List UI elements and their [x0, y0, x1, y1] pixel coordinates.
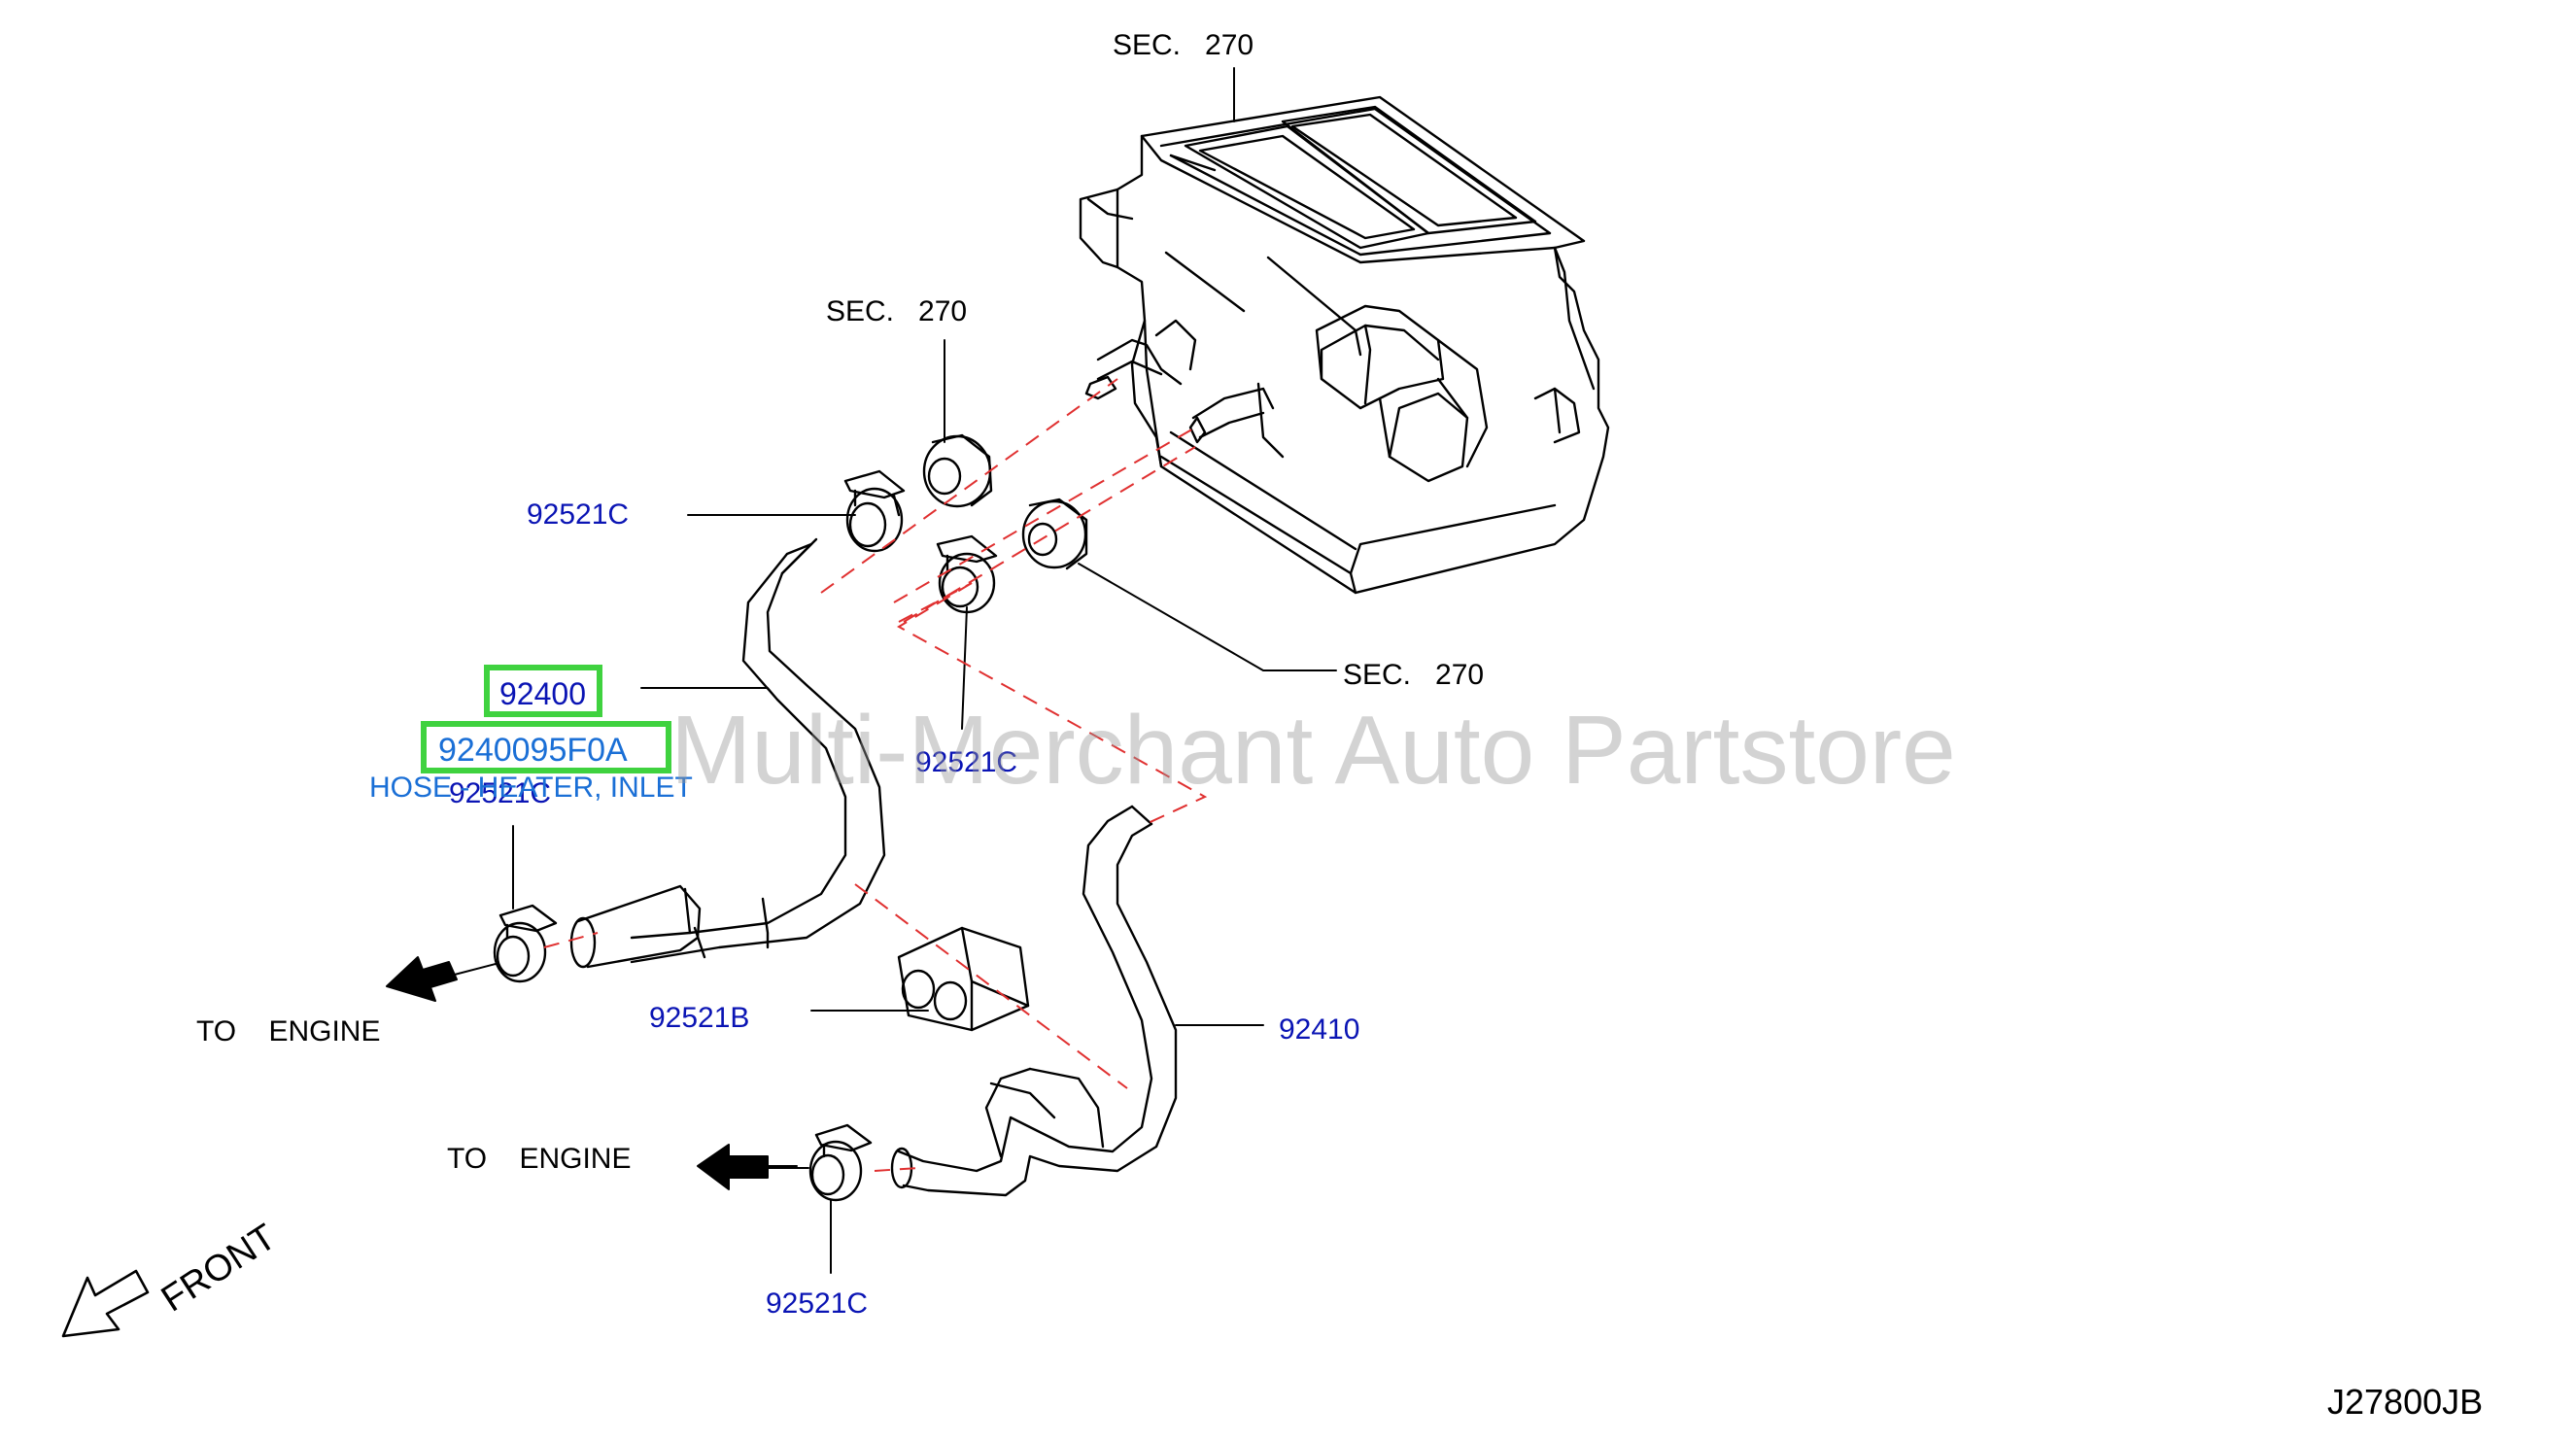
- part-label-92521c-upper[interactable]: 92521C: [527, 498, 630, 531]
- heater-unit: [1079, 95, 1610, 595]
- clamp-bottom: [808, 1123, 873, 1202]
- part-description-link[interactable]: HOSE - HEATER, INLET: [369, 772, 693, 804]
- front-arrow: [61, 1269, 150, 1338]
- sec-270-middle-label: SEC. 270: [826, 295, 968, 327]
- diagram-code: J27800JB: [2327, 1382, 2484, 1422]
- arrow-to-engine-1: [386, 956, 497, 1002]
- part-label-92521b[interactable]: 92521B: [649, 1002, 750, 1034]
- watermark: Multi-Merchant Auto Partstore: [670, 696, 1956, 805]
- part-label-92521c-middle[interactable]: 92521C: [915, 746, 1018, 778]
- clamp-left: [493, 904, 558, 983]
- arrow-to-engine-2: [697, 1144, 809, 1190]
- clamp-middle: [936, 534, 998, 614]
- highlight-part-group[interactable]: 92400: [484, 665, 602, 717]
- part-label-92410[interactable]: 92410: [1279, 1013, 1360, 1046]
- centerlines: [543, 378, 1208, 1172]
- to-engine-label-2: TO ENGINE: [447, 1143, 632, 1175]
- clamp-upper: [843, 469, 906, 553]
- part-label-92521c-bottom[interactable]: 92521C: [766, 1288, 869, 1320]
- grommet-upper: [922, 433, 993, 508]
- sec-270-top-label: SEC. 270: [1113, 29, 1254, 61]
- part-number-link: 9240095F0A: [438, 732, 628, 769]
- leader-lines: [512, 67, 1337, 1274]
- grommet-double: [897, 926, 1030, 1032]
- hose-inlet: [569, 537, 886, 969]
- part-label-92521c-left[interactable]: 92521C: [449, 777, 552, 809]
- grommet-lower: [1021, 498, 1088, 570]
- sec-270-right-label: SEC. 270: [1343, 659, 1485, 691]
- highlight-part-number[interactable]: 9240095F0A: [421, 721, 671, 773]
- part-group-number: 92400: [499, 676, 586, 711]
- to-engine-label-1: TO ENGINE: [196, 1015, 381, 1047]
